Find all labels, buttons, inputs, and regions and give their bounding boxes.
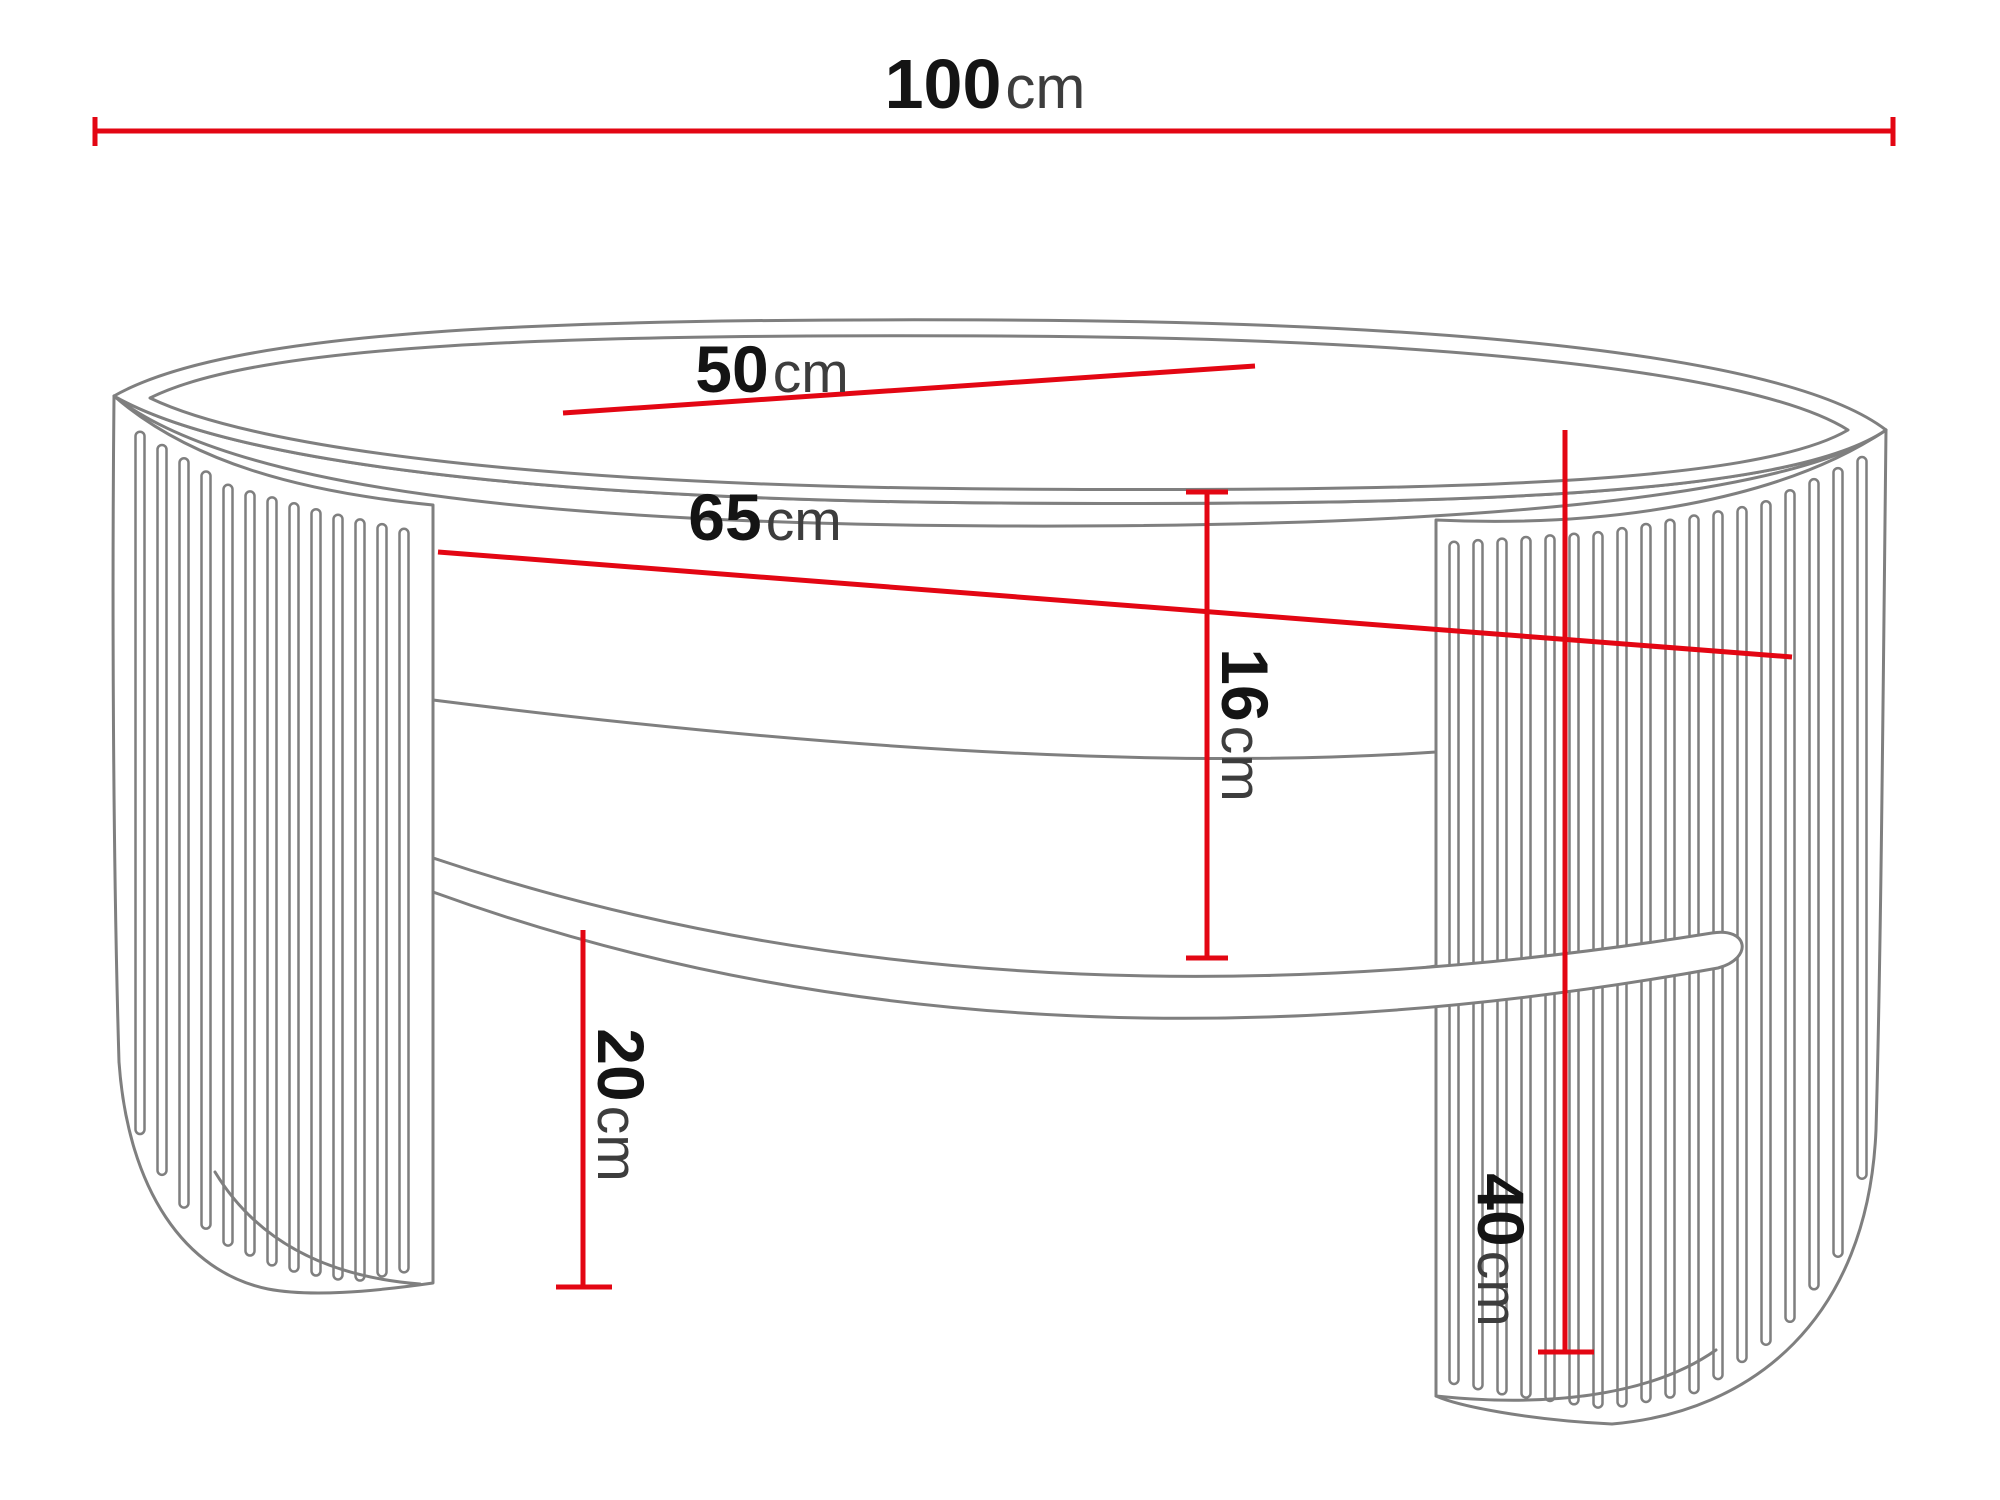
dim-clearance-unit: cm <box>585 1106 649 1182</box>
slat-groove <box>200 470 212 1230</box>
dimension-depth-label: 50cm <box>695 332 848 406</box>
dim-shelf-gap-unit: cm <box>1209 726 1273 802</box>
table-top <box>112 318 1888 528</box>
slat-groove <box>310 507 322 1277</box>
slat-groove <box>266 496 278 1267</box>
slat-groove <box>354 518 366 1282</box>
right-panel-inner-arc <box>1434 1348 1718 1402</box>
dim-height-value: 40 <box>1464 1173 1538 1246</box>
dimension-width-label: 100cm <box>885 45 1086 123</box>
slat-groove <box>376 522 388 1278</box>
dimension-lines: 100cm 50cm 65cm 16cm 20cm 40cm <box>92 45 1896 1355</box>
dim-height-unit: cm <box>1465 1251 1529 1327</box>
slat-groove <box>1760 499 1772 1346</box>
slat-groove <box>1832 466 1844 1258</box>
dim-shelf-gap-value: 16 <box>1208 648 1282 721</box>
left-panel <box>111 394 435 1295</box>
slat-groove <box>1856 455 1868 1180</box>
dimension-depth-line <box>562 363 1256 416</box>
dim-width-value: 100 <box>885 45 1002 123</box>
dimension-clearance-label: 20cm <box>584 1028 658 1181</box>
shelf-front-edge <box>431 856 1744 1020</box>
dim-width-unit: cm <box>1005 54 1085 121</box>
slat-groove <box>1784 488 1796 1324</box>
left-panel-outline <box>111 394 435 1295</box>
slat-groove <box>1736 505 1748 1364</box>
left-panel-slats <box>134 430 410 1282</box>
dimension-inner-width-label: 65cm <box>688 480 841 554</box>
slat-groove <box>332 513 344 1281</box>
table-top-surface <box>112 318 1888 505</box>
dim-inner-width-unit: cm <box>766 489 842 553</box>
dimension-shelf-gap-label: 16cm <box>1208 648 1282 801</box>
slat-groove <box>156 443 168 1177</box>
dim-inner-width-value: 65 <box>688 480 761 554</box>
dim-depth-value: 50 <box>695 332 768 406</box>
slat-groove <box>134 430 146 1136</box>
shelf <box>431 698 1744 1020</box>
right-panel-outline <box>1434 428 1888 1426</box>
dim-depth-unit: cm <box>773 341 849 405</box>
dimension-height-label: 40cm <box>1464 1173 1538 1326</box>
dim-clearance-value: 20 <box>584 1028 658 1101</box>
slat-groove <box>244 490 256 1257</box>
left-panel-inner-arc <box>213 1170 422 1286</box>
slat-groove <box>178 456 190 1209</box>
table-top-inner-edge <box>148 334 1850 492</box>
slat-groove <box>1808 477 1820 1291</box>
slat-groove <box>398 527 410 1274</box>
slat-groove <box>1448 540 1460 1386</box>
slat-groove <box>288 502 300 1273</box>
slat-groove <box>222 483 234 1247</box>
